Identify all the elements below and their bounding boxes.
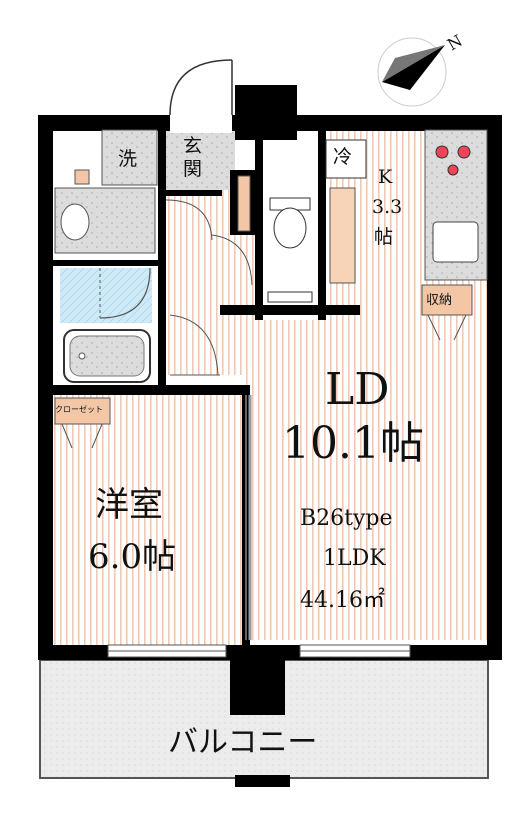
stove-burner-1: [435, 145, 449, 159]
entrance-label-1: 玄: [183, 135, 203, 157]
western-room-size: 6.0帖: [88, 537, 177, 577]
storage-box: [421, 284, 473, 316]
wall-hall-top: [255, 130, 263, 320]
kitchen-orange-cabinet: [329, 187, 356, 284]
wash-door-arc: [165, 199, 213, 241]
ld-room-size: 10.1帖: [282, 418, 424, 469]
wall-ent-left: [162, 190, 222, 196]
balcony-drain: [235, 775, 290, 787]
wall-western-top: [52, 385, 247, 395]
compass-needle-light: [382, 45, 445, 82]
ld-floor: [245, 320, 490, 640]
bath-floor: [60, 268, 152, 323]
western-door-arc: [169, 314, 219, 376]
western-room-name: 洋室: [95, 485, 163, 525]
hall-door-arc-1: [211, 234, 253, 286]
wall-toilet-right: [318, 130, 326, 320]
toilet-shelf: [267, 291, 313, 303]
kitchen-name: K: [378, 166, 393, 188]
entrance-gap: [170, 113, 232, 133]
washer-label: 洗: [118, 148, 138, 170]
stove-burner-2: [457, 145, 471, 159]
closet-door: [61, 423, 103, 449]
kitchen-size: 3.3: [372, 196, 403, 218]
unit-area: 44.16㎡: [300, 588, 385, 613]
pillar-bottom: [230, 645, 285, 715]
outer-wall-left: [38, 115, 53, 660]
unit-type: B26type: [300, 506, 393, 531]
pillar-top: [235, 85, 297, 140]
outer-wall-right: [487, 115, 502, 660]
vanity-basin: [60, 203, 90, 241]
ld-room-name: LD: [325, 364, 390, 415]
compass-needle: [382, 45, 445, 90]
shoe-cabinet: [237, 175, 251, 232]
entrance-door-arc: [169, 59, 233, 116]
storage-label: 収納: [426, 293, 453, 308]
entrance-label-2: 関: [183, 158, 203, 180]
wash-orange-box: [74, 169, 90, 185]
kitchen-sink: [432, 221, 479, 263]
washing-machine: [101, 129, 158, 186]
balcony-label: バルコニー: [168, 725, 318, 760]
wall-toilet-bottom: [220, 305, 360, 315]
closet-box: [54, 397, 111, 425]
bath-door-arc: [99, 267, 151, 319]
bathtub-inner: [69, 335, 145, 377]
western-floor: [52, 395, 247, 645]
stove-burner-3: [447, 164, 459, 176]
storage-door: [427, 314, 467, 341]
fridge-box: [325, 139, 367, 179]
closet-label: クローゼット: [55, 405, 103, 414]
entrance-floor: [165, 130, 235, 190]
unit-layout: 1LDK: [323, 546, 386, 571]
fridge-label: 冷: [333, 146, 353, 168]
toilet-bowl: [273, 207, 307, 249]
bathtub-drain: [78, 352, 86, 360]
wall-bath-top: [52, 260, 162, 266]
kitchen-unit: 帖: [374, 226, 394, 248]
